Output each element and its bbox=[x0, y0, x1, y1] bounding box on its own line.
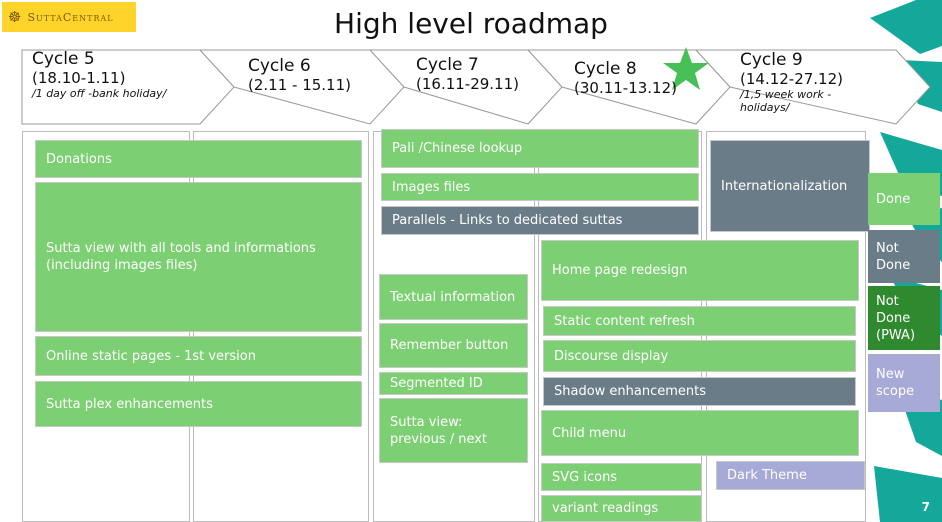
cycle-chevrons bbox=[21, 49, 931, 125]
task-variant-readings: variant readings bbox=[541, 495, 702, 522]
cycle-6-label: Cycle 6 (2.11 - 15.11) bbox=[248, 56, 351, 95]
task-segmented-id: Segmented ID bbox=[379, 372, 528, 395]
cycle-name: Cycle 5 bbox=[32, 49, 95, 69]
cycle-name: Cycle 9 bbox=[740, 50, 803, 70]
task-label: Discourse display bbox=[554, 348, 669, 364]
task-label: variant readings bbox=[552, 501, 659, 516]
task-label: Textual information bbox=[390, 289, 516, 305]
task-sutta-plex: Sutta plex enhancements bbox=[35, 381, 362, 427]
page-number: 7 bbox=[921, 500, 930, 514]
task-label: Dark Theme bbox=[727, 468, 807, 483]
task-remember-button: Remember button bbox=[379, 323, 528, 368]
task-label: Internationalization bbox=[721, 178, 848, 194]
cycle-dates: (30.11-13.12) bbox=[574, 79, 678, 97]
cycle-note: /1,5 week work - holidays/ bbox=[740, 88, 832, 114]
legend-done: Done bbox=[868, 173, 940, 225]
legend-label: Not Done bbox=[876, 240, 911, 273]
task-images-files: Images files bbox=[381, 173, 699, 201]
dharma-wheel-icon: ☸ bbox=[8, 8, 23, 26]
task-donations: Donations bbox=[35, 140, 362, 178]
star-icon bbox=[663, 47, 709, 90]
task-discourse-display: Discourse display bbox=[543, 340, 856, 372]
task-label: Child menu bbox=[552, 425, 627, 441]
task-label: Pali /Chinese lookup bbox=[392, 141, 523, 156]
task-svg-icons: SVG icons bbox=[541, 463, 702, 491]
task-label: Donations bbox=[46, 151, 112, 167]
logo-text: SuttaCentral bbox=[27, 10, 114, 24]
cycle-7-label: Cycle 7 (16.11-29.11) bbox=[416, 55, 520, 94]
legend-label: Done bbox=[876, 191, 911, 207]
task-internationalization: Internationalization bbox=[710, 140, 870, 232]
cycle-8-label: Cycle 8 (30.11-13.12) bbox=[574, 59, 678, 98]
cycle-9-label: Cycle 9 (14.12-27.12) /1,5 week work - h… bbox=[740, 50, 858, 115]
task-label: Online static pages - 1st version bbox=[46, 348, 256, 364]
logo: ☸ SuttaCentral bbox=[2, 2, 136, 32]
cycle-name: Cycle 6 bbox=[248, 56, 311, 76]
cycle-dates: (18.10-1.11) bbox=[32, 69, 126, 87]
legend-not-done: Not Done bbox=[868, 230, 940, 283]
task-online-static-pages: Online static pages - 1st version bbox=[35, 336, 362, 376]
legend-label: New scope bbox=[876, 367, 915, 399]
task-static-content-refresh: Static content refresh bbox=[543, 306, 856, 336]
task-label: Shadow enhancements bbox=[554, 384, 707, 399]
task-label: Sutta plex enhancements bbox=[46, 396, 213, 412]
task-pali-lookup: Pali /Chinese lookup bbox=[381, 129, 699, 168]
cycle-name: Cycle 8 bbox=[574, 59, 637, 79]
task-label: Sutta view with all tools and informatio… bbox=[46, 241, 316, 273]
page-title: High level roadmap bbox=[334, 7, 608, 40]
task-home-page-redesign: Home page redesign bbox=[541, 240, 859, 301]
task-sutta-view: Sutta view with all tools and informatio… bbox=[35, 182, 362, 332]
cycle-dates: (2.11 - 15.11) bbox=[248, 76, 351, 94]
task-label: Images files bbox=[392, 179, 471, 195]
task-label: SVG icons bbox=[552, 469, 618, 485]
task-sutta-view-prev-next: Sutta view: previous / next bbox=[379, 398, 528, 463]
cycle-5-label: Cycle 5 (18.10-1.11) /1 day off -bank ho… bbox=[32, 49, 192, 101]
task-label: Segmented ID bbox=[390, 376, 483, 391]
task-label: Home page redesign bbox=[552, 263, 688, 278]
task-label: Parallels - Links to dedicated suttas bbox=[392, 213, 623, 228]
cycle-name: Cycle 7 bbox=[416, 55, 479, 75]
task-shadow-enhancements: Shadow enhancements bbox=[543, 377, 856, 406]
task-child-menu: Child menu bbox=[541, 410, 859, 456]
task-label: Static content refresh bbox=[554, 313, 695, 329]
task-label: Sutta view: previous / next bbox=[390, 414, 488, 447]
cycle-note: /1 day off -bank holiday/ bbox=[32, 87, 167, 100]
task-parallels: Parallels - Links to dedicated suttas bbox=[381, 206, 699, 235]
legend-label: Not Done (PWA) bbox=[876, 293, 916, 343]
cycle-dates: (14.12-27.12) bbox=[740, 70, 844, 88]
task-dark-theme: Dark Theme bbox=[716, 461, 865, 490]
legend-not-done-pwa: Not Done (PWA) bbox=[868, 286, 940, 350]
task-textual-information: Textual information bbox=[379, 274, 528, 320]
legend-new-scope: New scope bbox=[868, 354, 940, 412]
cycle-dates: (16.11-29.11) bbox=[416, 75, 520, 93]
task-label: Remember button bbox=[390, 338, 509, 353]
